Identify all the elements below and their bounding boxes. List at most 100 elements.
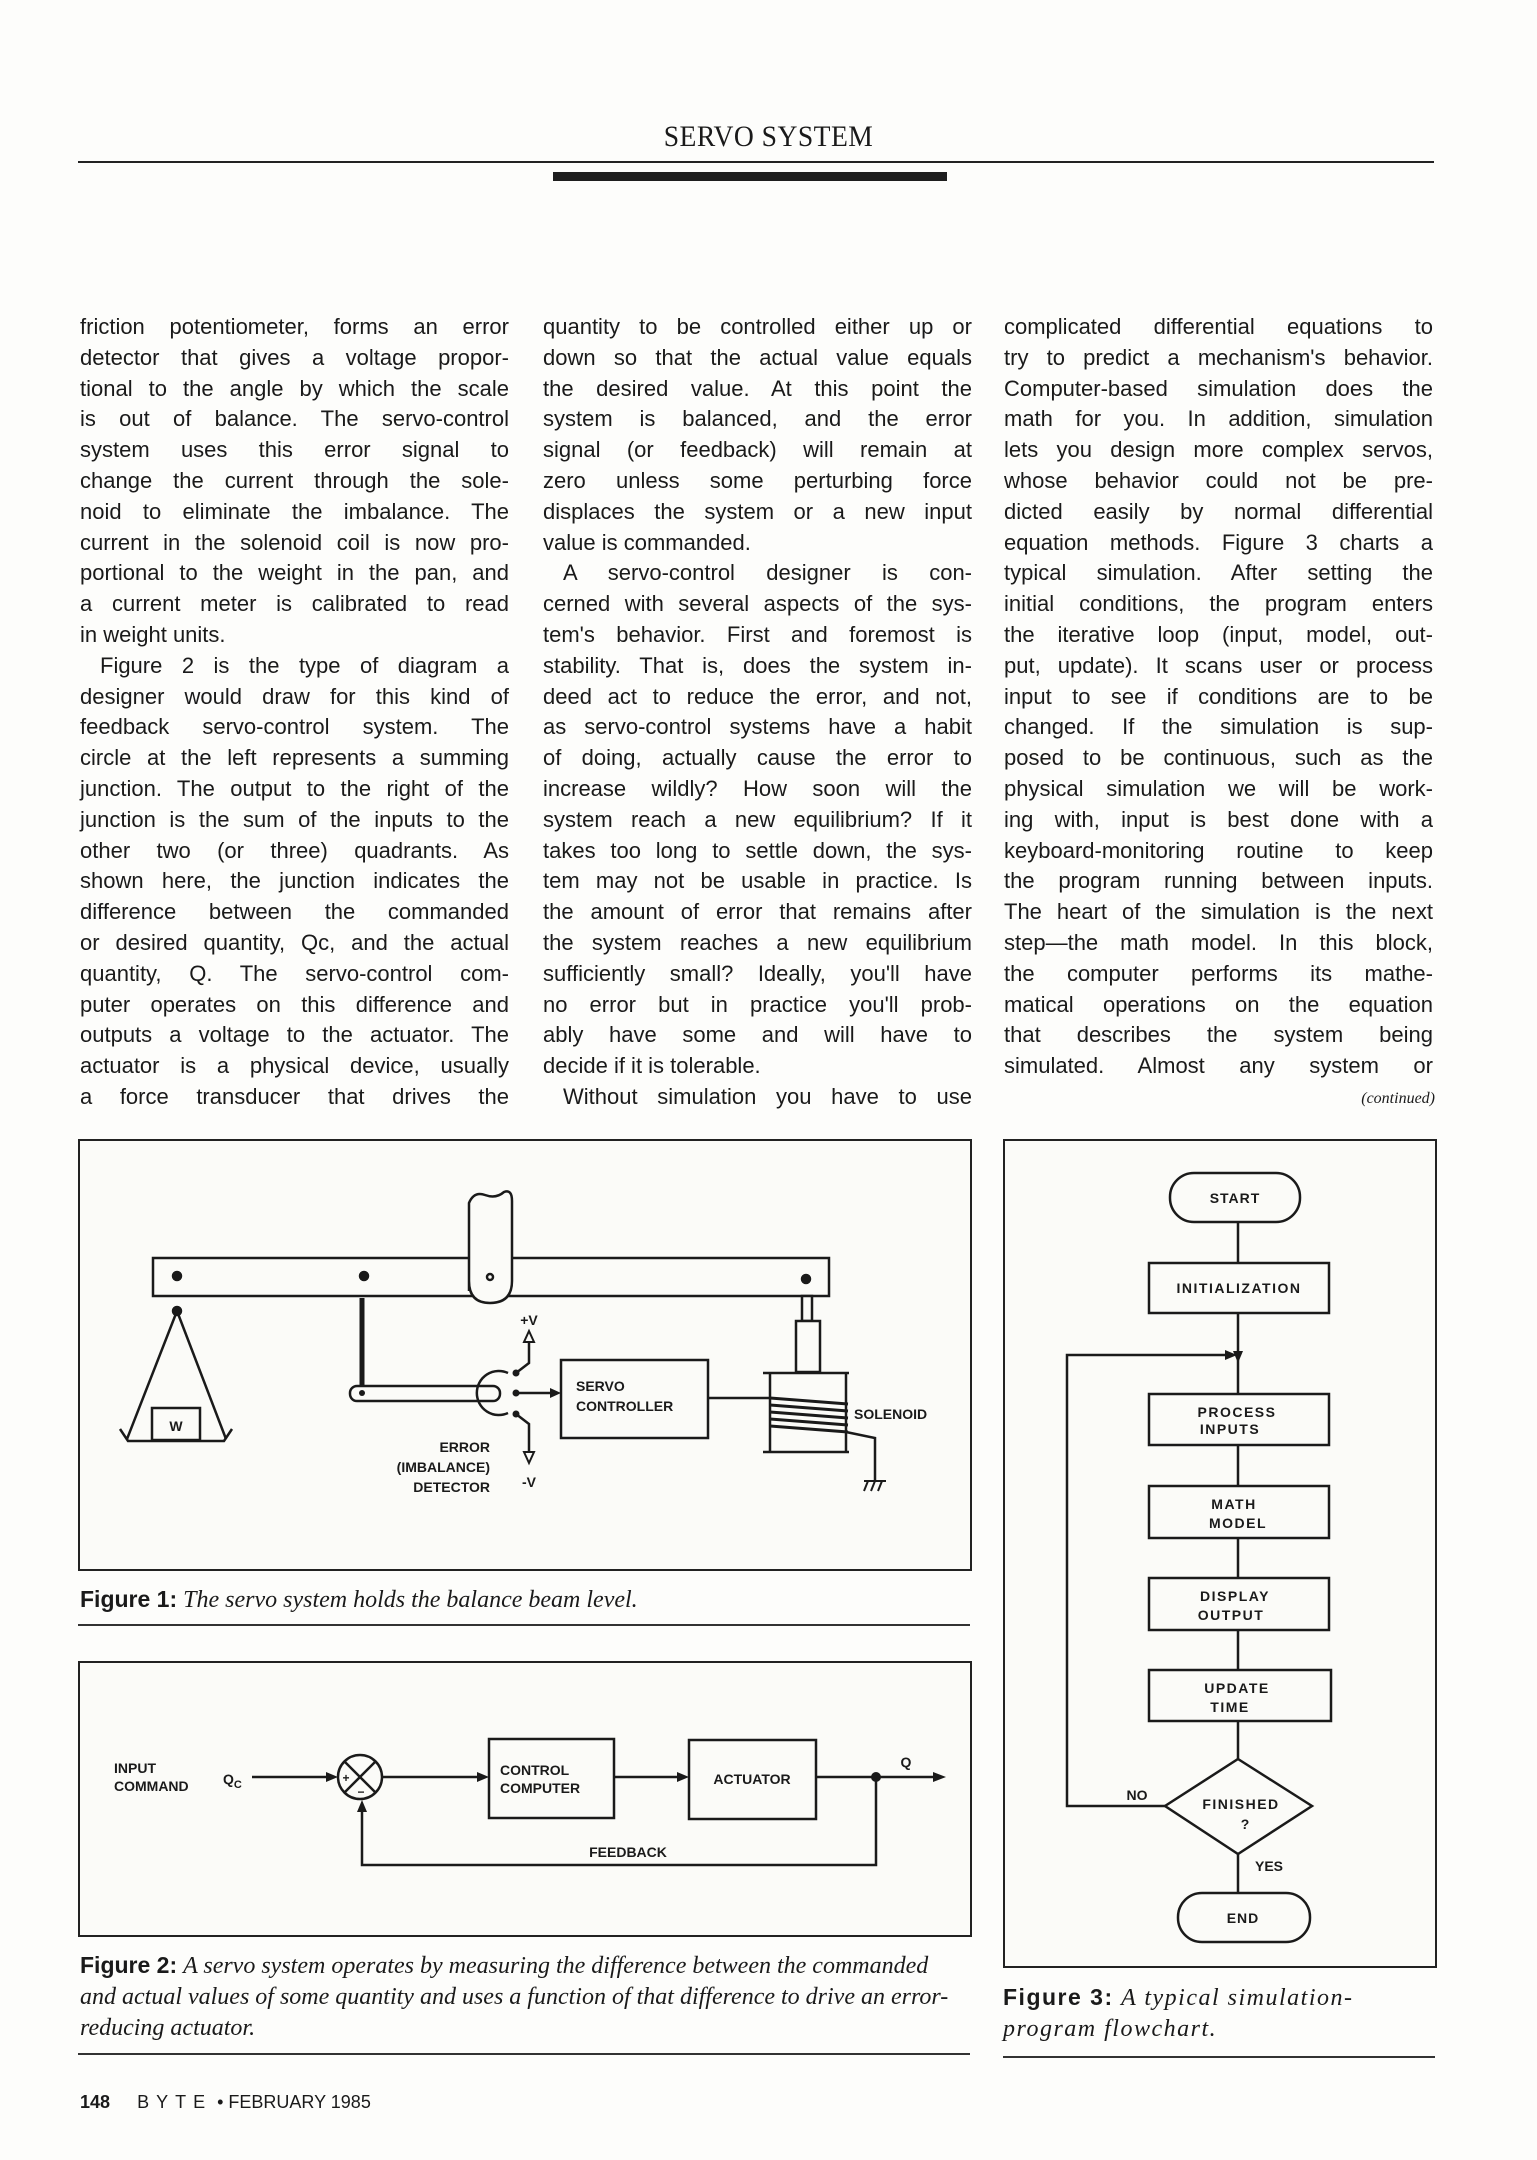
text-line: increase wildly? How soon will the (543, 775, 972, 801)
pan-string (125, 1310, 179, 1440)
text-line: changed. If the simulation is sup- (1004, 714, 1433, 740)
text-line: step—the math model. In this block, (1004, 929, 1433, 955)
text-line: is out of balance. The servo-control (80, 406, 509, 432)
caption-rule (78, 1624, 970, 1626)
detector-label: (IMBALANCE) (397, 1459, 490, 1475)
text-line: the iterative loop (input, model, out- (1004, 621, 1433, 647)
text-line: Computer-based simulation does the (1004, 375, 1433, 401)
text-line: ably have some and will have to (543, 1022, 972, 1048)
text-line: the amount of error that remains after (543, 899, 972, 925)
caption-text: A servo system operates by measuring the… (80, 1953, 949, 2041)
figure-2: INPUT COMMAND QC + − CONTROL COMPUTER AC… (78, 1661, 972, 1937)
magazine-name: BYTE (137, 2092, 213, 2112)
caption-rule (1003, 2056, 1435, 2058)
actuator-box (687, 1738, 818, 1821)
text-line: A servo-control designer is con- (563, 560, 972, 586)
text-line: that describes the system being (1004, 1022, 1433, 1048)
text-line: tem's behavior. First and foremost is (543, 621, 972, 647)
svg-text:?: ? (1241, 1816, 1250, 1832)
text-line: sufficiently small? Ideally, you'll have (543, 960, 972, 986)
flow-update-time (1147, 1668, 1333, 1723)
text-line: quantity to be controlled either up or (543, 314, 972, 339)
error-detector (475, 1369, 509, 1417)
text-line: stability. That is, does the system in- (543, 652, 972, 678)
text-line: typical simulation. After setting the (1004, 560, 1433, 586)
no-label: NO (1127, 1787, 1148, 1803)
flow-math-model (1147, 1484, 1331, 1540)
text-line: decide if it is tolerable. (543, 1053, 761, 1079)
loop-back-line (1065, 1353, 1227, 1808)
text-line: complicated differential equations to (1004, 314, 1433, 339)
text-line: ing with, input is best done with a (1004, 806, 1433, 832)
control-label: CONTROL (500, 1762, 570, 1778)
svg-text:UPDATE: UPDATE (1204, 1680, 1270, 1696)
text-line: friction potentiometer, forms an error (80, 314, 509, 339)
text-line: system is balanced, and the error (543, 406, 972, 432)
text-line: deed act to reduce the error, and not, (543, 683, 972, 709)
minus-v-label: -V (522, 1474, 537, 1490)
issue-date: FEBRUARY 1985 (228, 2092, 371, 2112)
text-line: takes too long to settle down, the sys- (543, 837, 972, 863)
caption-rule (78, 2053, 970, 2055)
text-line: designer would draw for this kind of (80, 683, 509, 709)
text-line: or desired quantity, Qc, and the actual (80, 929, 509, 955)
continued-note: (continued) (1361, 1090, 1435, 1107)
svg-text:END: END (1227, 1910, 1260, 1926)
text-line: put, update). It scans user or process (1004, 652, 1433, 678)
text-line: a current meter is calibrated to read (80, 591, 509, 617)
beam-pivot-dot (800, 1273, 812, 1285)
page-footer: 148 BYTE • FEBRUARY 1985 (80, 2092, 371, 2113)
svg-text:PROCESS: PROCESS (1198, 1404, 1277, 1420)
feedback-path (360, 1777, 878, 1867)
text-line: physical simulation we will be work- (1004, 775, 1433, 801)
svg-text:INPUTS: INPUTS (1200, 1421, 1260, 1437)
text-line: quantity, Q. The servo-control com- (80, 960, 509, 986)
fulcrum-post (467, 1190, 514, 1305)
text-line: the system reaches a new equilibrium (543, 929, 972, 955)
text-line: in weight units. (80, 621, 226, 647)
input-label: INPUT (114, 1760, 156, 1776)
fulcrum-pin (485, 1272, 495, 1282)
text-line: dicted easily by normal differential (1004, 498, 1433, 524)
ground-wire (845, 1430, 877, 1481)
computer-label: COMPUTER (500, 1780, 580, 1796)
minus-v-arrow (522, 1451, 536, 1466)
text-line: as servo-control systems have a habit (543, 714, 972, 740)
actuator-label: ACTUATOR (713, 1771, 790, 1787)
solenoid-rod (800, 1294, 814, 1323)
figure-1-caption: Figure 1: The servo system holds the bal… (80, 1584, 960, 1616)
control-computer-box (487, 1737, 616, 1820)
solenoid-label: SOLENOID (854, 1406, 927, 1422)
text-line: cerned with several aspects of the sys- (543, 591, 972, 617)
header-rule (78, 161, 1434, 163)
text-line: circle at the left represents a summing (80, 745, 509, 771)
text-line: signal (or feedback) will remain at (543, 437, 972, 463)
solenoid (763, 1371, 849, 1454)
weight-label: W (169, 1418, 183, 1434)
figure-1: W +V -V SERVO CONTROLLER SOLENOID ERROR … (78, 1139, 972, 1571)
flow-process-inputs (1147, 1392, 1331, 1447)
text-line: noid to eliminate the imbalance. The (80, 498, 509, 524)
caption-label: Figure 3: (1003, 1984, 1114, 2010)
text-line: posed to be continuous, such as the (1004, 745, 1433, 771)
text-line: change the current through the sole- (80, 467, 509, 493)
text-line: feedback servo-control system. The (80, 714, 509, 740)
yes-label: YES (1255, 1858, 1283, 1874)
text-line: other two (or three) quadrants. As (80, 837, 509, 863)
ground-icon (863, 1480, 886, 1492)
figure-3: START INITIALIZATION PROCESS INPUTS MATH… (1003, 1139, 1437, 1968)
text-line: portional to the weight in the pan, and (80, 560, 509, 586)
text-line: shown here, the junction indicates the (80, 868, 509, 894)
solenoid-plunger (794, 1319, 822, 1374)
text-line: system uses this error signal to (80, 437, 509, 463)
text-line: the program running between inputs. (1004, 868, 1433, 894)
servo-label: SERVO (576, 1378, 625, 1394)
minus-sign: − (357, 1785, 364, 1799)
text-line: whose behavior could not be pre- (1004, 467, 1433, 493)
text-line: no error but in practice you'll prob- (543, 991, 972, 1017)
text-line: system reach a new equilibrium? If it (543, 806, 972, 832)
text-line: Figure 2 is the type of diagram a (100, 652, 509, 678)
caption-label: Figure 1: (80, 1586, 178, 1612)
